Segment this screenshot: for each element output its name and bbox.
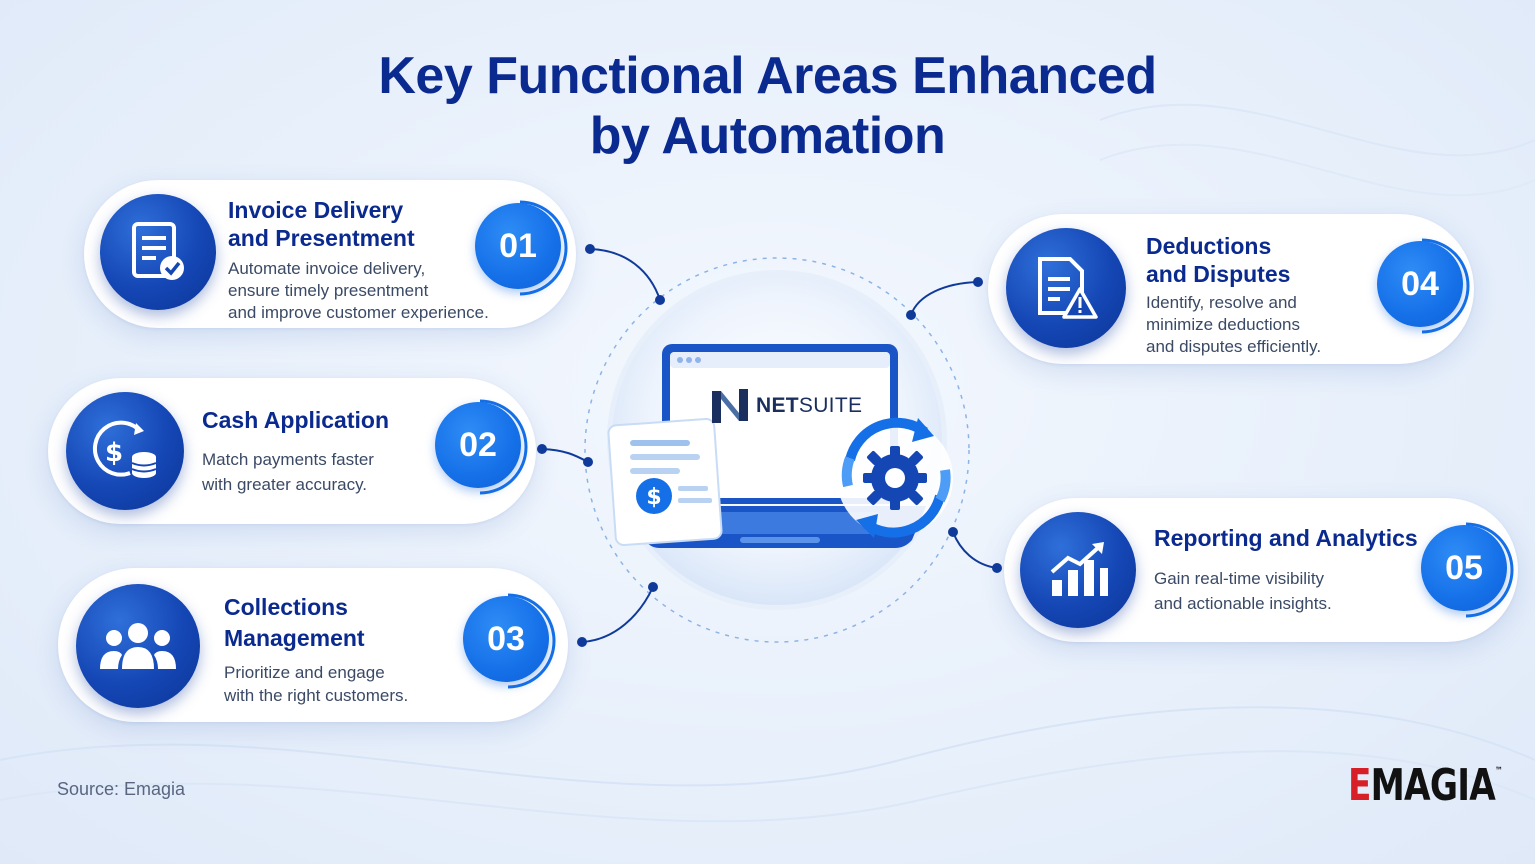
- area-title-02: Cash Application: [202, 407, 389, 433]
- connector-05: [952, 531, 998, 569]
- connector-01: [589, 248, 661, 301]
- people-group-icon: [76, 584, 200, 708]
- title-line-1: Key Functional Areas Enhanced: [378, 47, 1157, 105]
- gear-sync-icon: [837, 417, 953, 538]
- number-badge-04: 04: [1372, 236, 1472, 336]
- number-badge-02: 02: [430, 397, 530, 497]
- invoice-check-icon: [100, 194, 216, 310]
- number-badge-03: 03: [458, 591, 558, 691]
- title-line-2: by Automation: [589, 107, 946, 165]
- area-desc-01: Automate invoice delivery, ensure timely…: [228, 259, 489, 322]
- connector-03: [581, 586, 654, 643]
- number-badge-05: 05: [1416, 520, 1516, 620]
- netsuite-text-bold: NET: [756, 394, 799, 417]
- svg-text:$: $: [105, 438, 123, 468]
- area-desc-02: Match payments faster with greater accur…: [202, 450, 374, 494]
- netsuite-mark-icon: [712, 389, 748, 423]
- logo-letters: MAGIA: [1370, 760, 1496, 811]
- emagia-logo: EMAGIA™: [1348, 760, 1503, 811]
- area-desc-03: Prioritize and engage with the right cus…: [224, 663, 409, 705]
- netsuite-wordmark: NETSUITE: [756, 394, 862, 418]
- invoice-dollar-icon: $: [607, 417, 723, 547]
- connector-04: [910, 281, 979, 316]
- page-title: Key Functional Areas Enhanced by Automat…: [0, 46, 1535, 166]
- area-title-03: Collections Management: [224, 594, 365, 651]
- source-note: Source: Emagia: [57, 779, 186, 799]
- connector-02: [541, 448, 589, 463]
- svg-text:$: $: [646, 485, 661, 510]
- area-desc-05: Gain real-time visibility and actionable…: [1154, 569, 1332, 613]
- growth-chart-icon: [1020, 512, 1136, 628]
- area-title-01: Invoice Delivery and Presentment: [228, 197, 415, 251]
- number-badge-01: 01: [470, 198, 570, 298]
- logo-letter-e: E: [1348, 760, 1371, 811]
- netsuite-logo: NETSUITE: [712, 389, 862, 423]
- cash-coins-icon: $: [66, 392, 184, 510]
- netsuite-text-light: SUITE: [798, 394, 863, 417]
- area-desc-04: Identify, resolve and minimize deduction…: [1146, 293, 1322, 356]
- trademark-mark: ™: [1494, 766, 1503, 777]
- document-warning-icon: [1006, 228, 1126, 348]
- area-title-04: Deductions and Disputes: [1146, 233, 1291, 287]
- area-title-05: Reporting and Analytics: [1154, 525, 1418, 551]
